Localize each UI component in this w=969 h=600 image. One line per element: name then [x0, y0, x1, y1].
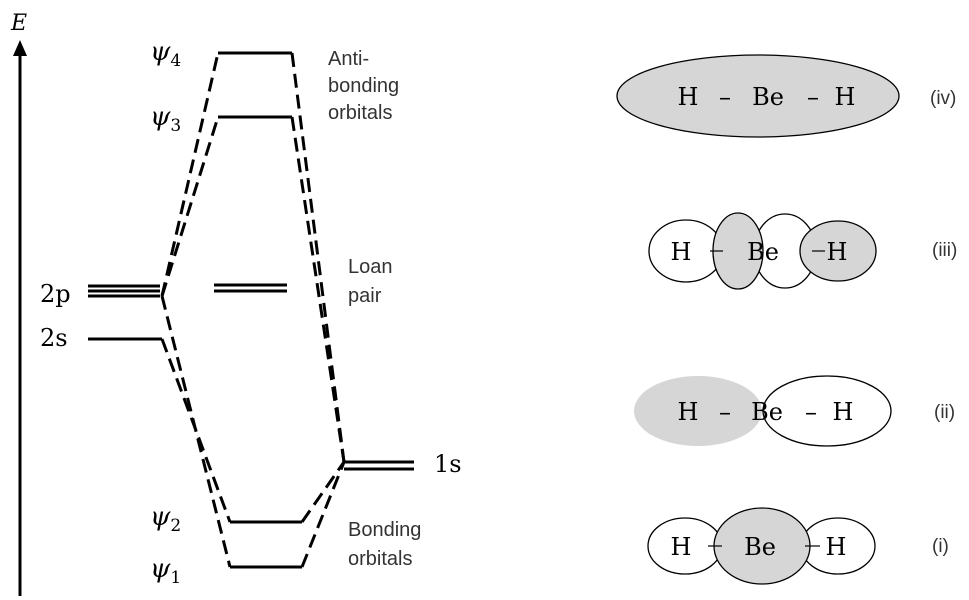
h-left-atom: H	[671, 533, 692, 561]
energy-axis: E	[10, 11, 27, 596]
energy-axis-arrowhead	[13, 40, 27, 56]
correlation-2p-psi3	[160, 116, 220, 297]
psi4-subscript: 4	[170, 51, 181, 71]
orbital-picture-ii: H – Be – H (ii)	[634, 375, 955, 447]
psi4-symbol: ψ	[150, 37, 171, 67]
h-right-lobe	[799, 220, 877, 282]
psi-labels: ψ4 ψ3 ψ2 ψ1	[150, 37, 181, 588]
be-atomic-levels: 2p 2s	[40, 280, 162, 352]
h-1s-label: 1s	[434, 450, 462, 478]
correlation-lines	[160, 52, 346, 568]
be-atom: Be	[752, 83, 784, 111]
bonding-label-line-2: orbitals	[348, 548, 412, 570]
annotations: Anti- bonding orbitals Loan pair Bonding…	[328, 48, 421, 570]
h-left-atom: H	[678, 83, 699, 111]
bond-dash-right: –	[805, 398, 817, 426]
psi1-symbol: ψ	[150, 554, 171, 584]
psi4-label: ψ4	[150, 37, 181, 71]
h-atomic-levels: 1s	[344, 450, 462, 478]
bond-dash-left: –	[719, 83, 731, 111]
energy-axis-label: E	[10, 11, 27, 36]
psi3-symbol: ψ	[150, 102, 171, 132]
be-2p-label: 2p	[40, 280, 71, 308]
bond-dash-right: –	[807, 83, 819, 111]
correlation-2p-psi4	[160, 52, 220, 297]
be-atom: Be	[747, 238, 779, 266]
be-atom: Be	[751, 398, 783, 426]
psi2-subscript: 2	[170, 516, 181, 536]
orbital-picture-label: (iv)	[930, 88, 956, 109]
correlation-psi1-1s	[300, 461, 346, 568]
correlation-2p-psi1	[160, 295, 232, 568]
psi1-label: ψ1	[150, 554, 181, 588]
orbital-picture-label: (ii)	[934, 402, 955, 423]
antibonding-label-line-1: Anti-	[328, 48, 369, 70]
bonding-label-line-1: Bonding	[348, 519, 421, 541]
lone-pair-label-line-2: pair	[348, 285, 382, 307]
bond-dash-left: –	[719, 398, 731, 426]
correlation-psi2-1s	[300, 461, 346, 523]
orbital-picture-label: (iii)	[932, 240, 957, 261]
antibonding-label-line-3: orbitals	[328, 102, 392, 124]
h-right-atom: H	[826, 533, 847, 561]
correlation-psi4-1s	[290, 52, 346, 463]
psi2-symbol: ψ	[150, 502, 171, 532]
molecular-orbital-levels	[214, 51, 302, 569]
psi1-subscript: 1	[170, 568, 181, 588]
orbital-picture-iv: H – Be – H (iv)	[616, 54, 956, 138]
lone-pair-label-line-1: Loan	[348, 256, 393, 278]
psi2-label: ψ2	[150, 502, 181, 536]
be-h-open-lobe	[762, 375, 892, 447]
h-be-shaded-lobe	[634, 376, 762, 446]
orbital-picture-label: (i)	[932, 536, 949, 557]
orbital-picture-iii: H Be H (iii)	[648, 212, 957, 290]
h-left-atom: H	[671, 238, 692, 266]
psi3-label: ψ3	[150, 102, 181, 136]
delocalized-lobe	[616, 54, 900, 138]
h-left-atom: H	[678, 398, 699, 426]
correlation-psi3-1s	[290, 116, 346, 463]
h-right-atom: H	[827, 238, 848, 266]
h-right-atom: H	[833, 398, 854, 426]
h-right-atom: H	[835, 83, 856, 111]
psi3-subscript: 3	[170, 116, 181, 136]
be-2s-label: 2s	[40, 324, 68, 352]
be-atom: Be	[744, 533, 776, 561]
antibonding-label-line-2: bonding	[328, 75, 399, 97]
orbital-picture-i: H Be H (i)	[647, 507, 949, 585]
